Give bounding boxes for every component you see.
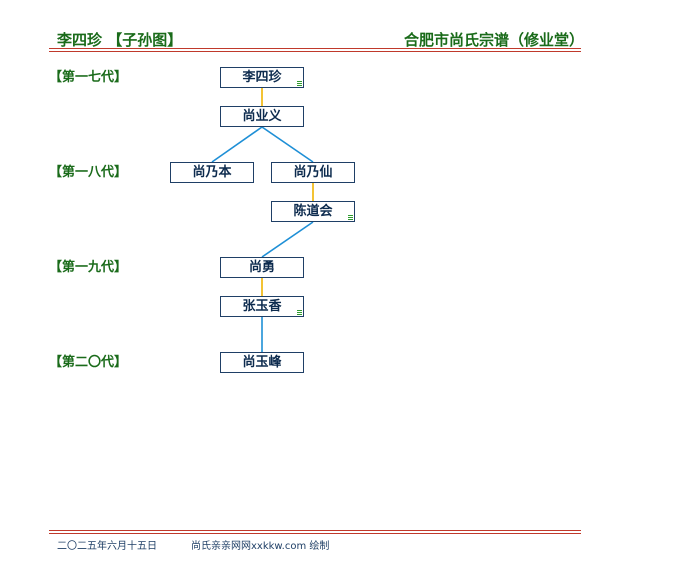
- generation-label-19: 【第一九代】: [49, 260, 128, 275]
- person-name: 尚乃仙: [293, 165, 333, 180]
- generation-label-20: 【第二〇代】: [49, 355, 128, 370]
- person-node-chen-daohui[interactable]: 陈道会: [271, 201, 355, 222]
- person-node-zhang-yuxiang[interactable]: 张玉香: [220, 296, 304, 317]
- generation-label-18: 【第一八代】: [49, 165, 128, 180]
- person-name: 陈道会: [293, 204, 333, 219]
- person-name: 尚业义: [242, 109, 282, 124]
- page-title: 李四珍 【子孙图】: [57, 31, 183, 49]
- person-node-shang-yong[interactable]: 尚勇: [220, 257, 304, 278]
- child-link: [211, 126, 263, 163]
- header-rule-top: [49, 48, 581, 49]
- genealogy-title: 合肥市尚氏宗谱（修业堂）: [403, 31, 584, 49]
- person-node-shang-yeyi[interactable]: 尚业义: [220, 106, 304, 127]
- record-icon: [297, 81, 302, 86]
- footer-date: 二〇二五年六月十五日: [57, 541, 157, 552]
- footer-rule-bottom: [49, 533, 581, 534]
- person-name: 尚玉峰: [242, 355, 282, 370]
- person-node-shang-yufeng[interactable]: 尚玉峰: [220, 352, 304, 373]
- person-name: 尚勇: [248, 260, 275, 275]
- footer: 二〇二五年六月十五日 尚氏亲亲网网xxkkw.com 绘制: [57, 537, 329, 552]
- person-name: 李四珍: [242, 70, 282, 85]
- generation-label-17: 【第一七代】: [49, 70, 128, 85]
- child-link: [261, 221, 314, 258]
- record-icon: [297, 310, 302, 315]
- person-node-li-sizhen[interactable]: 李四珍: [220, 67, 304, 88]
- child-link: [261, 126, 314, 163]
- footer-rule-top: [49, 530, 581, 531]
- header-rule-bottom: [49, 51, 581, 52]
- record-icon: [348, 215, 353, 220]
- person-node-shang-naixian[interactable]: 尚乃仙: [271, 162, 355, 183]
- person-name: 尚乃本: [192, 165, 232, 180]
- person-node-shang-naiben[interactable]: 尚乃本: [170, 162, 254, 183]
- footer-site: 尚氏亲亲网网xxkkw.com 绘制: [191, 541, 330, 552]
- person-name: 张玉香: [242, 299, 282, 314]
